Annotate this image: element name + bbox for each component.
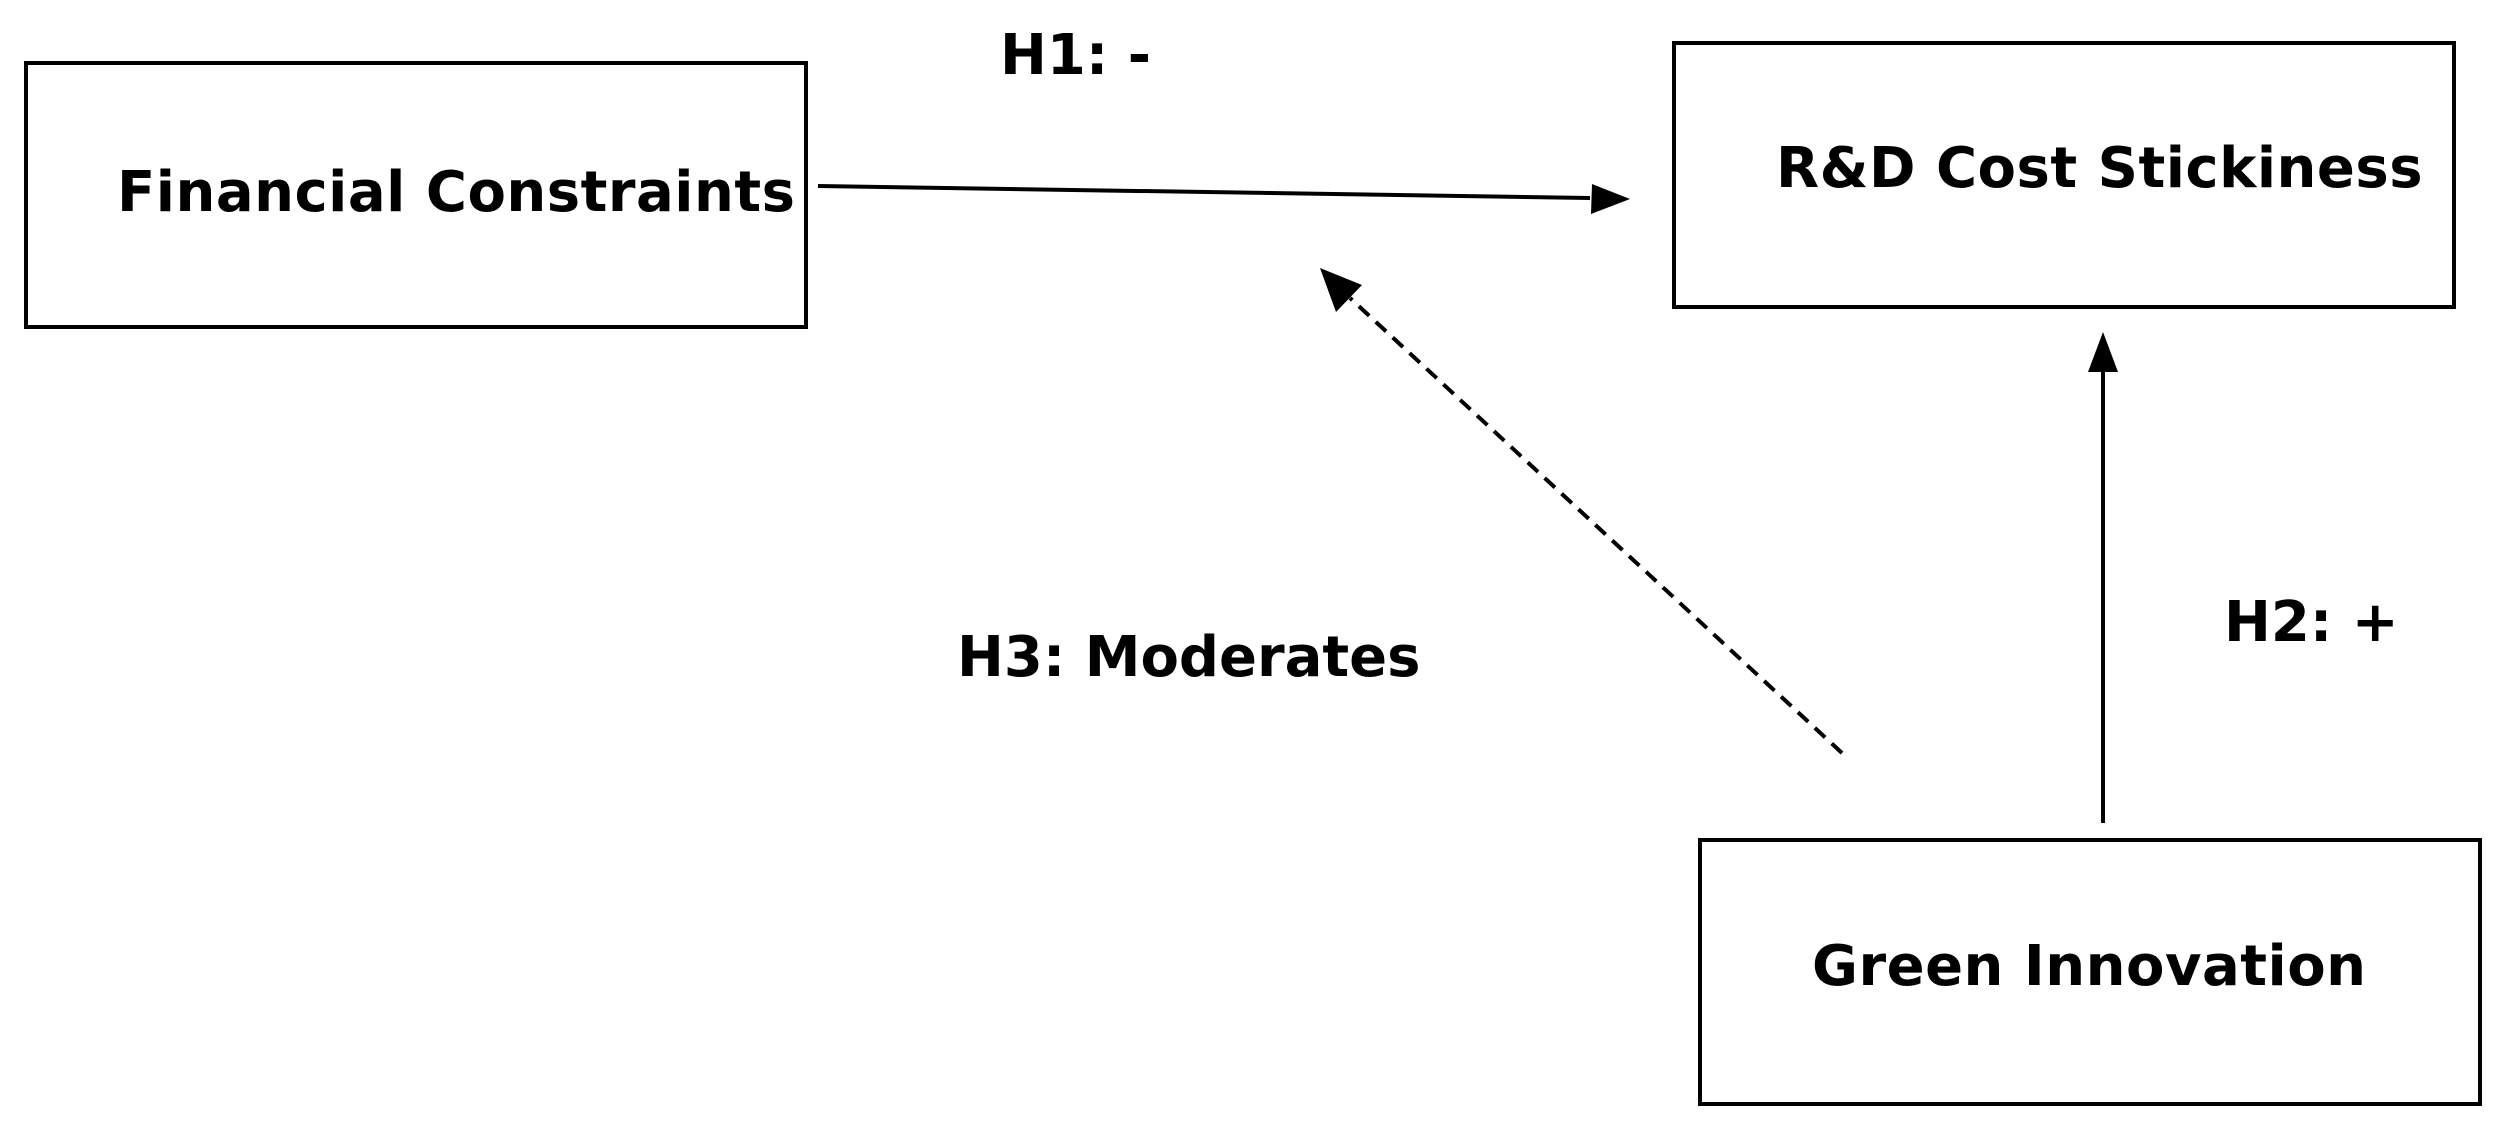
node-green-innovation xyxy=(1698,838,2482,1106)
arrowhead-h3 xyxy=(1320,268,1362,312)
node-label-financial-constraints: Financial Constraints xyxy=(117,160,796,225)
hypothesis-label-h3: H3: Moderates xyxy=(957,625,1421,690)
arrow-h3-dashed xyxy=(1348,296,1844,755)
node-rd-cost-stickiness xyxy=(1672,41,2456,309)
hypothesis-label-h2: H2: + xyxy=(2224,590,2399,655)
node-label-rd-cost-stickiness: R&D Cost Stickiness xyxy=(1776,136,2424,201)
arrowhead-h1 xyxy=(1591,184,1630,214)
node-label-green-innovation: Green Innovation xyxy=(1812,934,2367,999)
arrow-h1 xyxy=(817,184,1591,200)
hypothesis-label-h1: H1: - xyxy=(1000,23,1151,88)
arrowhead-h2 xyxy=(2088,332,2118,372)
node-financial-constraints xyxy=(24,61,808,329)
